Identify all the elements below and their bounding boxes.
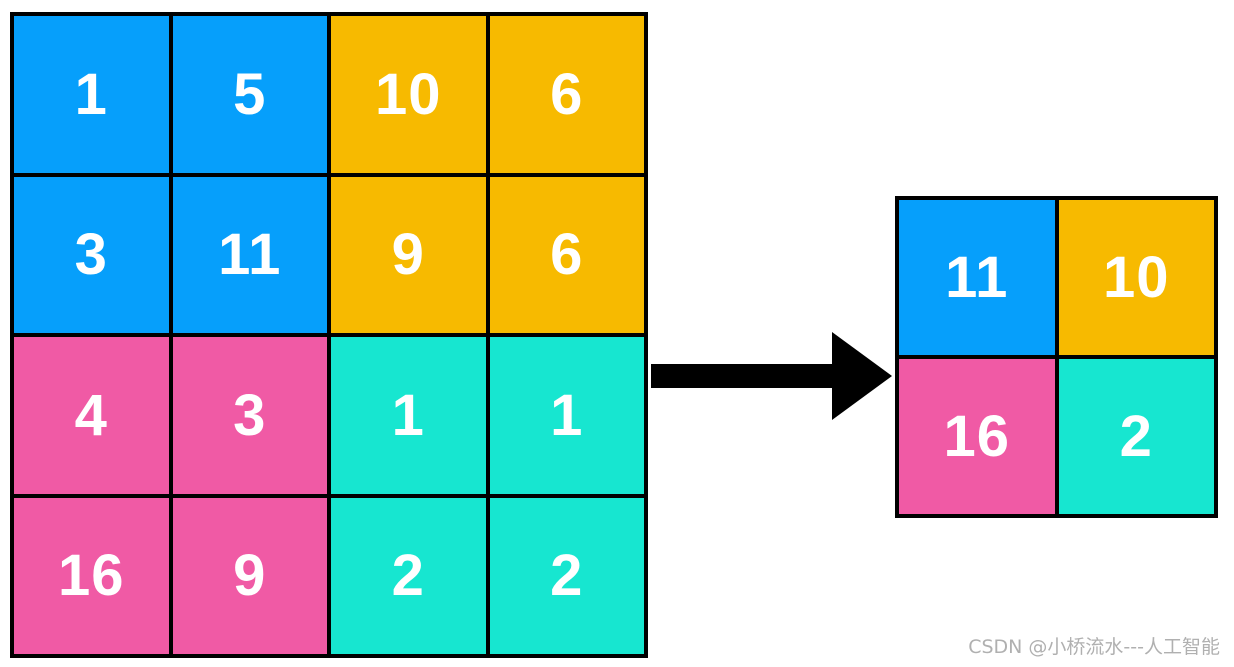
input-cell: 1 <box>489 337 644 494</box>
input-cell: 1 <box>331 337 486 494</box>
input-cell: 2 <box>489 497 644 654</box>
input-cell: 11 <box>172 176 327 333</box>
output-cell: 16 <box>899 359 1055 514</box>
output-cell: 10 <box>1058 200 1214 355</box>
right-arrow-icon <box>651 332 892 420</box>
input-cell: 9 <box>331 176 486 333</box>
input-cell: 1 <box>14 16 169 173</box>
input-cell: 3 <box>14 176 169 333</box>
input-cell: 4 <box>14 337 169 494</box>
output-cell: 2 <box>1058 359 1214 514</box>
input-cell: 10 <box>331 16 486 173</box>
input-cell: 3 <box>172 337 327 494</box>
input-cell: 9 <box>172 497 327 654</box>
output-cell: 11 <box>899 200 1055 355</box>
input-cell: 6 <box>489 176 644 333</box>
input-cell: 2 <box>331 497 486 654</box>
input-cell: 5 <box>172 16 327 173</box>
input-cell: 16 <box>14 497 169 654</box>
watermark-text: CSDN @小桥流水---人工智能 <box>968 636 1220 658</box>
input-cell: 6 <box>489 16 644 173</box>
